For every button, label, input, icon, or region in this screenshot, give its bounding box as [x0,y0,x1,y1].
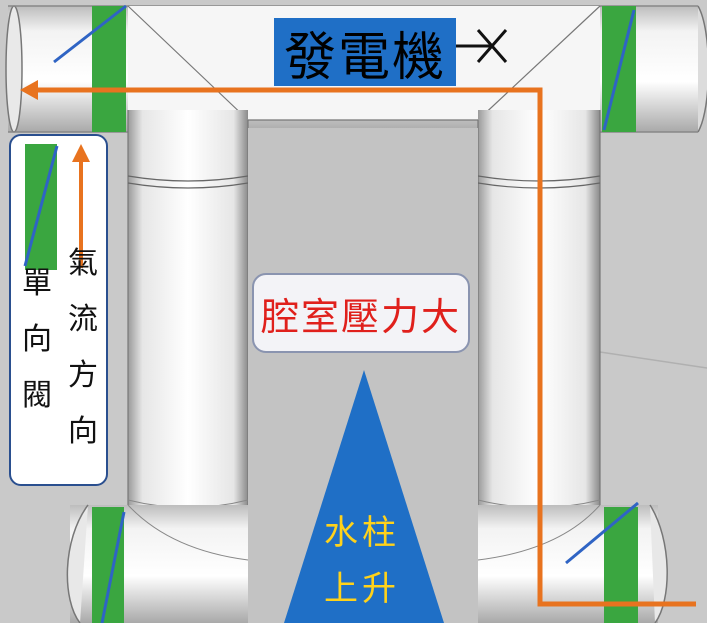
background-edge-line [599,351,707,369]
legend-airflow-char: 流 [68,302,98,337]
legend-valve-line [23,145,59,267]
water-rise-line: 上升 [324,569,400,609]
airflow-path [34,87,696,607]
water-rise-label: 水柱 上升 [300,505,424,617]
airflow-arrowhead [20,80,38,100]
legend-airflow-char: 向 [68,414,98,449]
legend-panel: 單 向 閥 氣 流 方 向 [9,134,108,486]
water-column-triangle [284,370,444,623]
chamber-pressure-label: 腔室壓力大 [252,273,470,353]
check-valve-top-left [53,4,127,132]
legend-valve-label: 單 向 閥 [17,256,57,424]
generator-x-icon [456,29,508,63]
check-valve-top-right [602,6,636,132]
legend-airflow-label: 氣 流 方 向 [63,236,103,460]
legend-airflow-char: 氣 [68,246,98,281]
legend-symbols [23,144,90,270]
generator-label: 發電機 [274,18,456,88]
legend-valve-char: 閥 [22,378,52,413]
legend-valve-char: 向 [22,322,52,357]
legend-airflow-arrowhead [72,144,90,162]
water-rise-line: 水柱 [324,513,400,553]
legend-valve-char: 單 [22,266,52,301]
legend-airflow-char: 方 [68,358,98,393]
check-valve-bottom-left [92,507,126,623]
